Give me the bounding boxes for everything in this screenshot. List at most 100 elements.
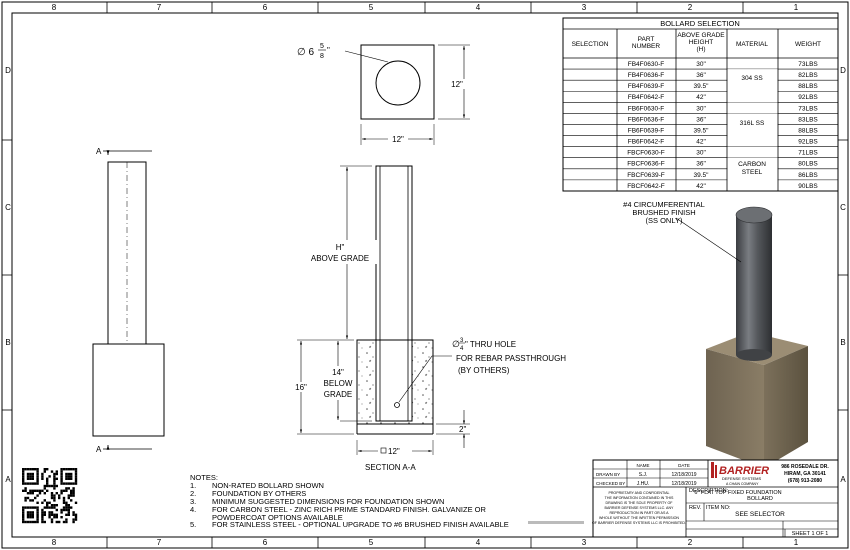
note-number: 4. — [190, 505, 196, 514]
col-label: 2 — [688, 3, 693, 12]
material-cell: 316L SS — [740, 120, 765, 127]
note-item: NON-RATED BOLLARD SHOWN — [212, 481, 324, 490]
below-grade-label: BELOW — [324, 379, 353, 388]
col-label: 4 — [476, 3, 481, 12]
part-number-cell: FBCF0639-F — [627, 172, 665, 179]
weight-cell: 73LBS — [798, 105, 818, 112]
table-title: BOLLARD SELECTION — [660, 19, 740, 28]
tb-drawn-by: DRAWN BY — [596, 472, 620, 477]
foundation-depth-dim: 16" — [295, 383, 307, 392]
proprietary-text: THE INFORMATION CONTAINED IN THIS — [605, 496, 674, 500]
finish-callout: BRUSHED FINISH — [632, 208, 695, 217]
table-header: WEIGHT — [795, 41, 821, 48]
phone-line: (678) 913-2080 — [788, 478, 822, 484]
note-item: FOR CARBON STEEL - ZINC RICH PRIME STAND… — [212, 505, 486, 514]
brand-sub: DEFENSE SYSTEMS — [722, 476, 761, 481]
above-grade-dim: H" — [336, 243, 345, 252]
material-cell: CARBON — [738, 161, 766, 168]
row-label: B — [840, 338, 845, 347]
top-view: ∅ 6 5 8 " 12" 12" — [297, 43, 470, 145]
col-label: 5 — [369, 538, 374, 547]
part-number-cell: FB4F0636-F — [628, 72, 665, 79]
section-view: H" ABOVE GRADE 14" BELOW GRADE 16" 2" 12… — [292, 165, 566, 472]
rev-label: REV. — [689, 505, 702, 511]
col-label: 3 — [582, 3, 587, 12]
height-cell: 39.5" — [694, 127, 710, 134]
note-item: FOR STAINLESS STEEL - OPTIONAL UPGRADE T… — [212, 520, 509, 529]
row-label: C — [840, 203, 846, 212]
material-cell: STEEL — [742, 169, 763, 176]
material-cell-bg — [727, 157, 778, 191]
height-cell: 42" — [696, 139, 706, 146]
height-cell: 39.5" — [694, 83, 710, 90]
hole-inch: " — [327, 46, 330, 55]
proprietary-text: DRAWING IS THE SOLE PROPERTY OF — [606, 501, 674, 505]
proprietary-text: WHOLE WITHOUT THE WRITTEN PERMISSION — [599, 516, 679, 520]
row-label: D — [5, 66, 11, 75]
qr-code — [21, 467, 79, 525]
material-cell-bg — [727, 69, 778, 103]
proprietary-text: PROPRIETARY AND CONFIDENTIAL — [608, 491, 669, 495]
col-label: 3 — [582, 538, 587, 547]
below-grade-dim: 14" — [332, 368, 344, 377]
tb-header: NAME — [636, 463, 649, 468]
part-number-cell: FBCF0642-F — [627, 183, 665, 190]
address-line: HIRAM, GA 30141 — [784, 471, 826, 477]
weight-cell: 83LBS — [798, 116, 818, 123]
note-item: POWDERCOAT OPTIONS AVAILABLE — [212, 513, 343, 522]
tb-drawn-date: 12/18/2019 — [671, 472, 696, 478]
weight-cell: 71LBS — [798, 150, 818, 157]
weight-cell: 88LBS — [798, 127, 818, 134]
elevation-view: A A — [92, 147, 165, 454]
square-symbol-icon — [380, 447, 387, 454]
col-label: 1 — [794, 3, 799, 12]
col-label: 6 — [263, 3, 268, 12]
height-cell: 39.5" — [694, 172, 710, 179]
part-number-cell: FB4F0642-F — [628, 94, 665, 101]
col-label: 8 — [52, 538, 57, 547]
col-label: 6 — [263, 538, 268, 547]
weight-cell: 88LBS — [798, 83, 818, 90]
height-cell: 42" — [696, 94, 706, 101]
top-height-dim: 12" — [451, 80, 463, 89]
note-number: 1. — [190, 481, 196, 490]
height-cell: 30" — [696, 105, 706, 112]
note-number: 2. — [190, 489, 196, 498]
weight-cell: 73LBS — [798, 61, 818, 68]
height-cell: 36" — [696, 161, 706, 168]
thru-frac-num: 3 — [460, 338, 464, 344]
section-width-dim: 12" — [388, 447, 400, 456]
height-cell: 36" — [696, 72, 706, 79]
height-cell: 36" — [696, 116, 706, 123]
company-logo: BARRIER DEFENSE SYSTEMS A CHAIN COMPANY — [711, 462, 769, 486]
row-label: D — [840, 66, 846, 75]
brand-tag: A CHAIN COMPANY — [726, 482, 759, 486]
weight-cell: 80LBS — [798, 161, 818, 168]
rebar-note: FOR REBAR PASSTHROUGH — [456, 354, 566, 363]
below-grade-label: GRADE — [324, 390, 352, 399]
rebar-note: (BY OTHERS) — [458, 366, 510, 375]
description-text: BOLLARD — [747, 496, 773, 502]
hole-frac-den: 8 — [320, 53, 324, 60]
tb-drawn-name: S.J. — [639, 472, 648, 478]
table-header: MATERIAL — [736, 41, 768, 48]
section-title: SECTION A-A — [365, 463, 416, 472]
col-label: 2 — [688, 538, 693, 547]
description-text: 6" FLAT TOP FIXED FOUNDATION — [694, 490, 781, 496]
tb-checked-date: 12/18/2019 — [671, 481, 696, 487]
tb-header: DATE — [678, 463, 690, 468]
isometric-render: #4 CIRCUMFERENTIAL BRUSHED FINISH (SS ON… — [623, 200, 808, 468]
tb-checked-by: CHECKED BY — [596, 481, 625, 486]
description-label: DESCRIPTION: — [689, 488, 729, 494]
height-cell: 30" — [696, 61, 706, 68]
col-label: 8 — [52, 3, 57, 12]
notes: NOTES: 1. 2. 3. 4. 5. NON-RATED BOLLARD … — [190, 473, 509, 529]
top-width-dim: 12" — [392, 135, 404, 144]
weight-cell: 92LBS — [798, 94, 818, 101]
proprietary-text: BARRIER DEFENSE SYSTEMS LLC. ANY — [605, 506, 675, 510]
part-number-cell: FB4F0639-F — [628, 83, 665, 90]
